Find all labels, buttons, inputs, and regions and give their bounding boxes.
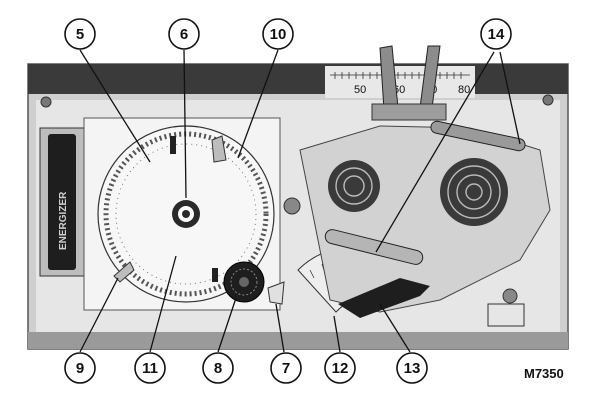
callouts: 5 6 10 14 9 11 8 7 — [64, 18, 512, 384]
leader-11 — [149, 255, 177, 353]
leader-10 — [237, 49, 279, 159]
callout-11: 11 — [134, 352, 166, 384]
dial-pin-top — [170, 136, 176, 154]
callout-13: 13 — [396, 352, 428, 384]
callout-12: 12 — [324, 352, 356, 384]
battery-compartment: ENERGIZER — [39, 127, 85, 277]
figure-id: M7350 — [524, 366, 564, 381]
leader-13 — [379, 303, 411, 353]
leader-5 — [79, 49, 151, 163]
leader-7 — [275, 303, 285, 353]
temperature-scale: 50 60 70 80 — [325, 66, 475, 98]
callout-8: 8 — [202, 352, 234, 384]
mount-screw-left — [40, 96, 52, 108]
leader-12 — [333, 315, 341, 353]
callout-7: 7 — [270, 352, 302, 384]
svg-text:8: 8 — [214, 360, 222, 377]
leader-9 — [79, 277, 119, 353]
callout-10: 10 — [262, 18, 294, 50]
setpoint-levers — [371, 45, 447, 121]
svg-text:12: 12 — [332, 360, 349, 377]
thermostat-photo: 50 60 70 80 ENERGIZER — [27, 45, 569, 350]
housing-bottom-strip — [28, 332, 568, 349]
trip-lever-left — [113, 261, 135, 283]
leader-14a — [375, 51, 495, 253]
callout-14: 14 — [480, 18, 512, 50]
trip-lever-top — [211, 135, 227, 163]
adjustment-knob — [223, 261, 285, 305]
knob-pointer — [267, 281, 285, 305]
housing-top-strip — [28, 64, 568, 94]
scale-label-80: 80 — [458, 84, 470, 96]
battery-label: ENERGIZER — [58, 191, 69, 250]
svg-text:11: 11 — [142, 360, 158, 377]
battery — [48, 134, 76, 270]
callout-5: 5 — [64, 18, 96, 50]
leader-6 — [183, 49, 187, 199]
callout-6: 6 — [168, 18, 200, 50]
callout-9: 9 — [64, 352, 96, 384]
svg-text:13: 13 — [404, 360, 421, 377]
terminal-block-right — [487, 303, 525, 327]
svg-text:14: 14 — [488, 26, 505, 43]
svg-text:5: 5 — [76, 26, 84, 43]
mount-screw-right — [542, 94, 554, 106]
mercury-switch-top — [430, 120, 526, 152]
svg-text:7: 7 — [282, 360, 290, 377]
leader-8 — [217, 297, 237, 353]
mercury-switch-bottom — [324, 229, 424, 265]
svg-text:10: 10 — [270, 26, 287, 43]
dial-pin-bottom — [212, 268, 218, 282]
scale-label-50: 50 — [354, 84, 366, 96]
leader-lines — [79, 49, 521, 353]
bimetal-mechanism — [283, 120, 551, 327]
leader-14b — [499, 51, 521, 145]
svg-text:6: 6 — [180, 26, 188, 43]
bimetal-coil-right — [440, 158, 508, 226]
contact-arm — [338, 278, 430, 318]
svg-text:9: 9 — [76, 360, 84, 377]
